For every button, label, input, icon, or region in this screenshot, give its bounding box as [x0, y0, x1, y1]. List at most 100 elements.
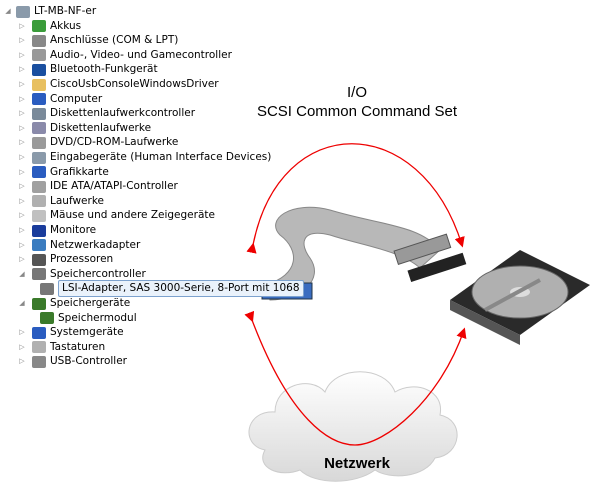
tree-root[interactable]: ◢ LT-MB-NF-er — [4, 4, 96, 19]
expand-icon[interactable]: ▷ — [19, 342, 25, 351]
expand-icon[interactable]: ▷ — [19, 153, 25, 161]
tree-item[interactable]: ▷ Akkus — [18, 19, 81, 34]
expand-icon[interactable]: ▷ — [19, 21, 25, 30]
device-icon — [32, 78, 46, 91]
expand-icon[interactable]: ▷ — [19, 123, 25, 132]
expand-icon[interactable]: ▷ — [19, 226, 25, 234]
device-icon — [32, 122, 46, 135]
collapse-icon[interactable]: ◢ — [19, 299, 25, 307]
tree-item[interactable]: ▷ CiscoUsbConsoleWindowsDriver — [18, 77, 219, 92]
device-icon — [32, 355, 46, 368]
expand-icon[interactable]: ▷ — [19, 357, 25, 366]
device-icon — [40, 282, 54, 295]
device-icon — [32, 63, 46, 76]
network-arrow — [244, 310, 467, 446]
tree-item[interactable]: ▷ Diskettenlaufwerkcontroller — [18, 106, 195, 121]
device-icon — [32, 341, 46, 354]
tree-item[interactable]: ▷ IDE ATA/ATAPI-Controller — [18, 179, 178, 194]
expand-icon[interactable]: ▷ — [19, 240, 25, 249]
device-icon — [32, 136, 46, 149]
expand-icon[interactable]: ▷ — [19, 211, 25, 220]
device-icon — [32, 107, 46, 120]
tree-item[interactable]: ◢ Speichercontroller — [18, 267, 146, 282]
tree-item-label: Bluetooth-Funkgerät — [50, 63, 158, 76]
tree-item-label: Laufwerke — [50, 194, 104, 207]
expand-icon[interactable]: ▷ — [19, 50, 25, 59]
tree-root-label: LT-MB-NF-er — [34, 5, 97, 17]
tree-item-label: Diskettenlaufwerke — [50, 121, 152, 134]
expand-icon[interactable]: ▷ — [19, 255, 25, 264]
tree-item-label: LSI-Adapter, SAS 3000-Serie, 8-Port mit … — [58, 280, 304, 298]
tree-item[interactable]: ▷ Eingabegeräte (Human Interface Devices) — [18, 150, 271, 165]
tree-item-label: Netzwerkadapter — [50, 238, 141, 251]
tree-item[interactable]: ▷ Systemgeräte — [18, 325, 124, 340]
expand-icon[interactable]: ▷ — [19, 94, 25, 103]
tree-item[interactable]: ▷ Netzwerkadapter — [18, 238, 140, 253]
device-icon — [40, 312, 54, 325]
device-icon — [32, 239, 46, 252]
expand-icon[interactable]: ▷ — [19, 36, 25, 45]
protocol-label: SCSI Common Command Set — [256, 103, 458, 120]
expand-icon[interactable]: ▷ — [19, 109, 25, 118]
device-icon — [32, 34, 46, 47]
device-icon — [32, 326, 46, 339]
tree-item-label: Anschlüsse (COM & LPT) — [50, 34, 179, 47]
tree-item[interactable]: ▷ DVD/CD-ROM-Laufwerke — [18, 135, 178, 150]
expand-icon[interactable]: ▷ — [19, 138, 25, 147]
device-icon — [32, 297, 46, 310]
tree-item[interactable]: ▷ Monitore — [18, 223, 96, 238]
expand-icon[interactable]: ▷ — [19, 196, 25, 205]
device-icon — [32, 151, 46, 164]
tree-item-label: Monitore — [50, 224, 97, 236]
device-icon — [32, 20, 46, 33]
collapse-icon[interactable]: ◢ — [19, 269, 25, 278]
tree-item-label: DVD/CD-ROM-Laufwerke — [50, 136, 179, 149]
tree-item[interactable]: LSI-Adapter, SAS 3000-Serie, 8-Port mit … — [34, 280, 304, 298]
device-icon — [32, 93, 46, 106]
hard-disk — [450, 250, 590, 345]
device-icon — [32, 166, 46, 179]
device-icon — [32, 268, 46, 281]
tree-item[interactable]: Speichermodul — [34, 311, 137, 326]
collapse-icon[interactable]: ◢ — [5, 7, 11, 15]
tree-item[interactable]: ▷Computer — [18, 92, 102, 107]
tree-item-label: Speichercontroller — [50, 267, 146, 280]
tree-item-label: IDE ATA/ATAPI-Controller — [50, 180, 178, 193]
expand-icon[interactable]: ▷ — [19, 182, 25, 191]
device-icon — [32, 195, 46, 208]
tree-item-label: Prozessoren — [50, 253, 114, 266]
tree-item-label: CiscoUsbConsoleWindowsDriver — [50, 78, 219, 90]
tree-item-label: Speichergeräte — [50, 297, 131, 309]
computer-icon — [16, 5, 30, 18]
network-label: Netzwerk — [324, 455, 390, 472]
tree-item-label: Akkus — [50, 19, 82, 32]
tree-item[interactable]: ▷ USB-Controller — [18, 354, 127, 369]
tree-item-label: Eingabegeräte (Human Interface Devices) — [50, 151, 272, 163]
expand-icon[interactable]: ▷ — [19, 65, 25, 74]
tree-item[interactable]: ◢ Speichergeräte — [18, 296, 130, 311]
tree-item-label: Diskettenlaufwerkcontroller — [50, 107, 196, 120]
device-icon — [32, 209, 46, 222]
tree-item[interactable]: ▷ Anschlüsse (COM & LPT) — [18, 33, 178, 48]
tree-item[interactable]: ▷ Grafikkarte — [18, 165, 109, 180]
tree-item[interactable]: ▷ Diskettenlaufwerke — [18, 121, 151, 136]
expand-icon[interactable]: ▷ — [19, 167, 25, 176]
io-arrow — [246, 143, 465, 254]
tree-item[interactable]: ▷ Bluetooth-Funkgerät — [18, 62, 158, 77]
tree-item-label: Speichermodul — [58, 311, 137, 324]
tree-item-label: USB-Controller — [50, 355, 127, 368]
expand-icon[interactable]: ▷ — [19, 80, 25, 88]
tree-item[interactable]: ▷Audio-, Video- und Gamecontroller — [18, 48, 232, 63]
expand-icon[interactable]: ▷ — [19, 328, 25, 337]
tree-item-label: Systemgeräte — [50, 326, 124, 339]
tree-item[interactable]: ▷ Mäuse und andere Zeigegeräte — [18, 208, 215, 223]
tree-item[interactable]: ▷Tastaturen — [18, 340, 105, 355]
tree-item-label: Mäuse und andere Zeigegeräte — [50, 209, 215, 222]
tree-item[interactable]: ▷ Prozessoren — [18, 252, 113, 267]
io-label: I/O — [346, 84, 367, 101]
device-icon — [32, 49, 46, 62]
tree-item-label: Grafikkarte — [50, 165, 109, 178]
cloud — [248, 371, 458, 482]
device-icon — [32, 253, 46, 266]
tree-item[interactable]: ▷ Laufwerke — [18, 194, 104, 209]
